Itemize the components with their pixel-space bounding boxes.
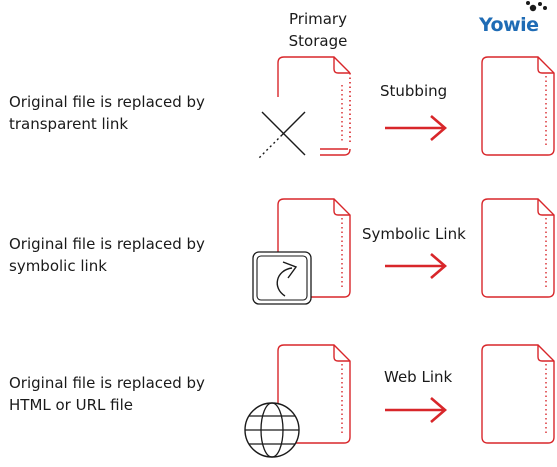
row-1-description: Original file is replaced by transparent… — [9, 91, 205, 135]
yowie-logo: Yowie — [479, 14, 539, 36]
row-2-source-document-icon — [277, 198, 351, 298]
row-2-desc-line1: Original file is replaced by — [9, 235, 205, 253]
row-1-arrow-icon — [383, 114, 447, 142]
row-1-target-document-icon — [481, 56, 555, 156]
header-primary-storage: Primary Storage — [282, 8, 354, 52]
logo-text: Yowie — [479, 14, 539, 36]
header-line2: Storage — [288, 32, 348, 50]
row-3-target-document-icon — [481, 344, 555, 444]
method-symbolic-link: Symbolic Link — [362, 225, 466, 243]
row-3-source-document-icon — [277, 344, 351, 444]
row-1-desc-line2: transparent link — [9, 115, 129, 133]
row-2-description: Original file is replaced by symbolic li… — [9, 233, 205, 277]
row-2-target-document-icon — [481, 198, 555, 298]
row-3-arrow-icon — [383, 396, 447, 424]
row-1-source-document-icon — [277, 56, 351, 156]
row-3-desc-line1: Original file is replaced by — [9, 374, 205, 392]
row-2-desc-line2: symbolic link — [9, 257, 107, 275]
row-3-desc-line2: HTML or URL file — [9, 396, 133, 414]
row-1-desc-line1: Original file is replaced by — [9, 93, 205, 111]
row-2-shortcut-arrow-icon — [252, 251, 312, 305]
row-3-globe-icon — [244, 402, 300, 458]
row-3-description: Original file is replaced by HTML or URL… — [9, 372, 205, 416]
header-line1: Primary — [289, 10, 347, 28]
method-stubbing: Stubbing — [380, 82, 448, 100]
method-web-link: Web Link — [384, 368, 453, 386]
row-2-arrow-icon — [383, 252, 447, 280]
row-1-cross-icon — [258, 111, 306, 159]
